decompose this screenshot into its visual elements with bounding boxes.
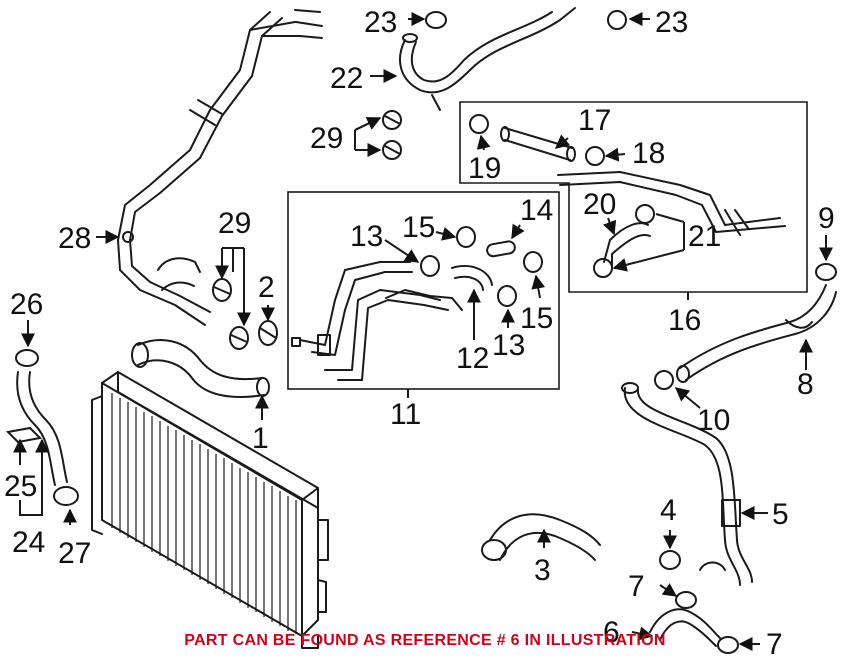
- clamp-7-a: [675, 591, 697, 609]
- label-26: 26: [10, 288, 43, 321]
- clamp-15-b: [523, 251, 543, 273]
- label-21: 21: [688, 220, 721, 253]
- label-28: 28: [58, 222, 91, 255]
- label-17: 17: [578, 104, 611, 137]
- coolant-pipe-28: [117, 9, 323, 326]
- pipe-16: [557, 171, 786, 236]
- label-22: 22: [330, 62, 363, 95]
- hose-17: [500, 126, 576, 162]
- label-10: 10: [697, 404, 730, 437]
- clamp-26: [15, 349, 39, 367]
- label-20: 20: [583, 188, 616, 221]
- clamp-9: [815, 263, 837, 281]
- label-15-b: 15: [520, 302, 553, 335]
- group-box-16: [459, 101, 808, 293]
- label-5: 5: [772, 498, 789, 531]
- label-18: 18: [632, 137, 665, 170]
- label-2: 2: [258, 271, 275, 304]
- clamp-29-c: [382, 110, 402, 130]
- pipe-assembly-11: [291, 261, 463, 381]
- clamp-2: [258, 320, 278, 346]
- clamp-18: [585, 146, 605, 166]
- clamp-19: [469, 114, 489, 134]
- clamp-29-b: [229, 326, 249, 350]
- label-6: 6: [603, 616, 620, 649]
- hose-3: [481, 513, 601, 561]
- clamp-27: [53, 486, 79, 506]
- reference-notice: PART CAN BE FOUND AS REFERENCE # 6 IN IL…: [184, 632, 666, 649]
- hose-6: [649, 608, 721, 647]
- label-19: 19: [468, 152, 501, 185]
- label-15-a: 15: [402, 211, 435, 244]
- radiator: [91, 371, 329, 649]
- label-13-a: 13: [350, 220, 383, 253]
- label-14: 14: [520, 194, 553, 227]
- leader-lines: [13, 12, 833, 651]
- hose-12: [451, 265, 493, 291]
- label-25: 25: [4, 470, 37, 503]
- clamp-13-a: [420, 255, 440, 277]
- hose-24: [16, 371, 68, 486]
- reference-numbers: 1 2 3 4 5 6 7 7 8 9 10 11 12 13 13 14 15…: [4, 6, 835, 661]
- group-box-11: [287, 191, 560, 390]
- radiator-core: [111, 393, 297, 634]
- clamp-23-b: [607, 10, 627, 30]
- label-23-b: 23: [655, 6, 688, 39]
- label-23-a: 23: [364, 6, 397, 39]
- label-9: 9: [818, 202, 835, 235]
- clamp-23-a: [425, 11, 447, 29]
- label-7-b: 7: [766, 628, 783, 661]
- label-4: 4: [660, 494, 677, 527]
- label-12: 12: [456, 342, 489, 375]
- label-3: 3: [534, 554, 551, 587]
- pipe-5: [621, 382, 753, 586]
- clamp-13-b: [497, 285, 517, 307]
- clamp-7-b: [717, 636, 739, 654]
- label-24: 24: [12, 526, 45, 559]
- clamp-29-a: [212, 278, 232, 302]
- clamp-15-a: [456, 226, 476, 248]
- label-13-b: 13: [492, 329, 525, 362]
- label-1: 1: [252, 422, 269, 455]
- label-29-b: 29: [310, 122, 343, 155]
- hose-14: [486, 240, 516, 258]
- label-27: 27: [58, 537, 91, 570]
- clamp-21-a: [635, 204, 655, 224]
- hose-22: [399, 7, 576, 111]
- label-8: 8: [797, 368, 814, 401]
- upper-radiator-hose: [131, 339, 270, 398]
- clamp-29-d: [382, 140, 402, 160]
- clamp-10: [654, 370, 674, 390]
- clamp-21-b: [593, 258, 613, 278]
- label-16: 16: [668, 304, 701, 337]
- label-29-a: 29: [218, 207, 251, 240]
- clamp-4: [659, 550, 681, 570]
- label-7-a: 7: [628, 570, 645, 603]
- hose-8: [676, 284, 837, 383]
- label-11: 11: [390, 398, 421, 431]
- clamp-25: [5, 426, 43, 444]
